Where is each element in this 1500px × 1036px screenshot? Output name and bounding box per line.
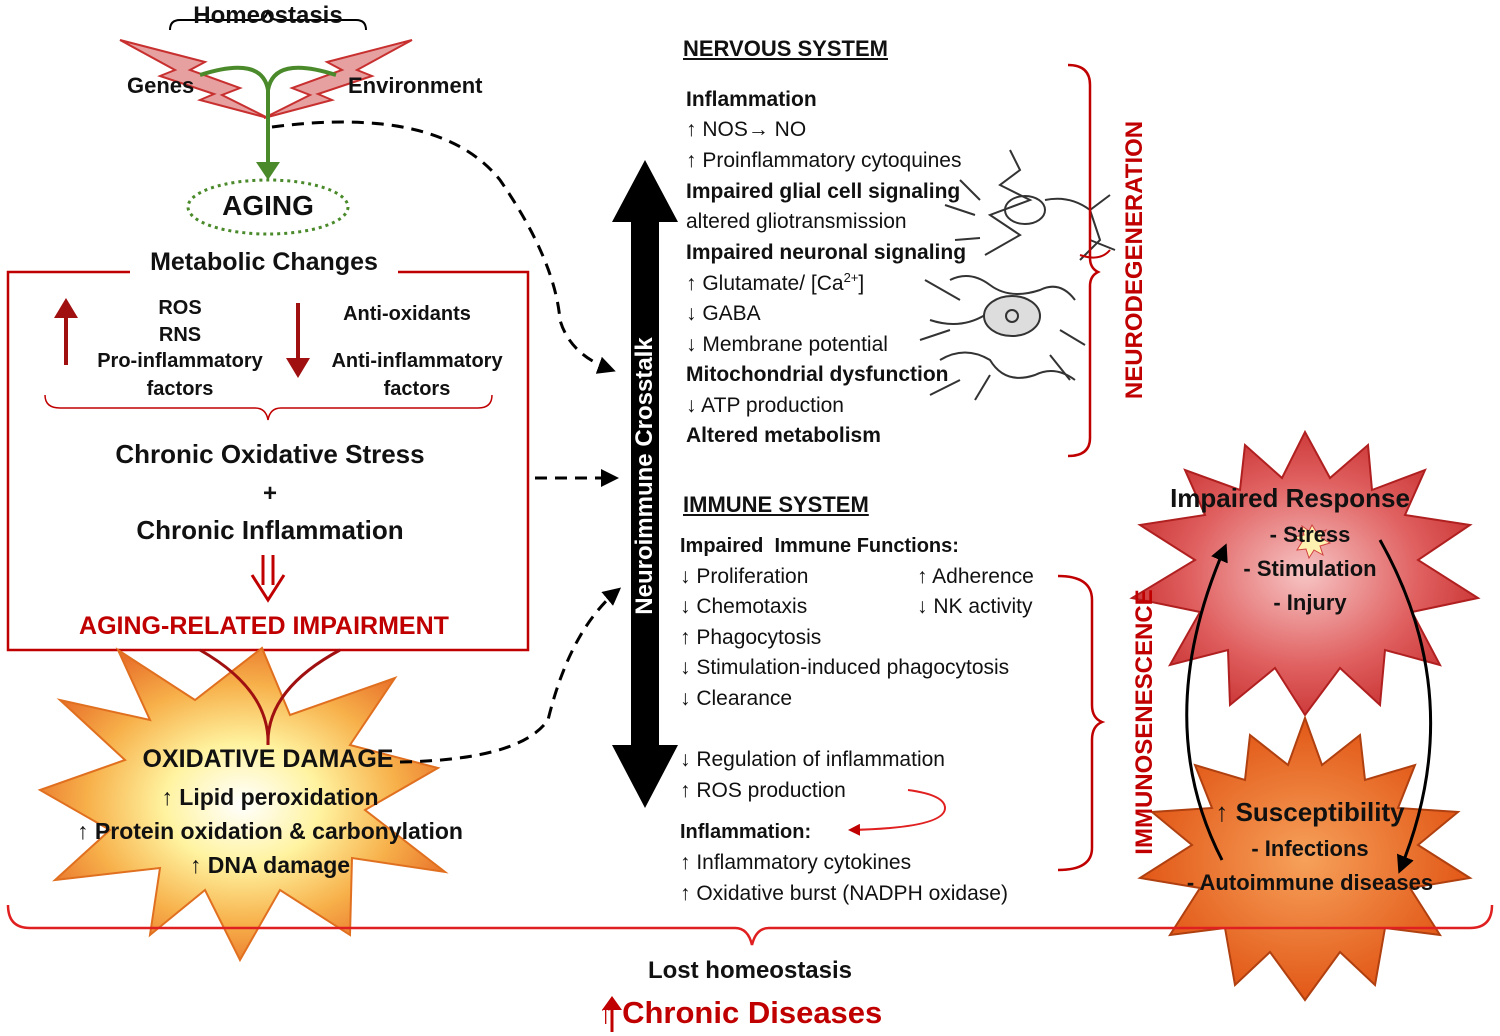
aging-to-crosstalk-dashed-arrow: [271, 120, 616, 374]
chronic-oxidative-stress: Chronic Oxidative Stress: [115, 439, 425, 469]
nervous-line-atp: ↓ ATP production: [686, 394, 844, 417]
neurodegeneration-label: NEURODEGENERATION: [1121, 120, 1148, 400]
aging-ellipse: [186, 178, 350, 236]
chronic-inflammation: Chronic Inflammation: [136, 515, 404, 545]
crosstalk-double-arrow: [612, 160, 678, 808]
immunosenescence-brace: [1057, 574, 1106, 872]
susceptibility-infections: - Infections: [1251, 836, 1369, 861]
impairment-double-arrow: [250, 574, 286, 603]
genes-label: Genes: [127, 73, 195, 98]
immune-nk-activity: ↓ NK activity: [917, 595, 1033, 618]
nervous-line-membrane: ↓ Membrane potential: [686, 333, 888, 356]
aging-related-impairment: AGING-RELATED IMPAIRMENT: [79, 612, 449, 640]
pro-factors-label: factors: [146, 378, 214, 400]
increase-arrow-head: [54, 298, 78, 318]
protein-oxidation: ↑ Protein oxidation & carbonylation: [77, 818, 463, 844]
homeostasis-title: Homeostasis: [193, 2, 343, 29]
rns-label: RNS: [158, 324, 202, 346]
oxidative-damage-title: OXIDATIVE DAMAGE: [142, 745, 394, 773]
ros-feedback-arrow: [848, 789, 947, 836]
nervous-line-metabolism: Altered metabolism: [686, 424, 881, 447]
immune-adherence: ↑ Adherence: [917, 565, 1034, 588]
susceptibility-starburst: [1137, 715, 1473, 1002]
immune-system-title: IMMUNE SYSTEM: [683, 492, 869, 517]
metabolic-title: Metabolic Changes: [130, 248, 398, 277]
spark-icon: [1292, 523, 1332, 560]
immune-chemotaxis: ↓ Chemotaxis: [680, 595, 808, 618]
nervous-line-glutamate: ↑ Glutamate/ [Ca2+]: [686, 270, 865, 295]
immune-cytokines: ↑ Inflammatory cytokines: [680, 851, 912, 874]
impaired-injury: - Injury: [1273, 590, 1347, 615]
immune-inflammation-header: Inflammation:: [680, 821, 812, 843]
damage-to-crosstalk-dashed-arrow: [399, 587, 622, 764]
lost-homeostasis: Lost homeostasis: [647, 957, 853, 984]
immune-stimulation-phagocytosis: ↓ Stimulation-induced phagocytosis: [680, 656, 1010, 679]
homeostasis-brace: [169, 9, 367, 31]
cycle-arrow-down: [1378, 539, 1433, 874]
neurodegeneration-brace: [1067, 63, 1101, 458]
immune-phagocytosis: ↑ Phagocytosis: [680, 626, 822, 649]
environment-stem: [266, 65, 337, 91]
immunosenescence-label: IMMUNOSENESCENCE: [1131, 589, 1158, 855]
chronic-up-arrow: [602, 996, 622, 1010]
aging-label: AGING: [222, 190, 314, 221]
nervous-line-nos: ↑ NOS→ NO: [686, 118, 807, 141]
nervous-line-gaba: ↓ GABA: [686, 302, 761, 325]
immune-oxidative-burst: ↑ Oxidative burst (NADPH oxidase): [680, 882, 1008, 905]
immune-regulation: ↓ Regulation of inflammation: [680, 748, 945, 771]
nervous-line-mitochondrial: Mitochondrial dysfunction: [686, 363, 949, 386]
impaired-response-starburst: [1129, 429, 1481, 717]
immune-functions-header: Impaired Immune Functions:: [680, 535, 959, 557]
cycle-arrow-up: [1185, 543, 1228, 861]
impaired-response-title: Impaired Response: [1170, 483, 1410, 513]
nervous-line-gliotransmission: altered gliotransmission: [686, 210, 907, 233]
nervous-line-cytoquines: ↑ Proinflammatory cytoquines: [686, 149, 962, 172]
impaired-stimulation: - Stimulation: [1243, 556, 1377, 581]
pro-inflammatory-label: Pro-inflammatory: [97, 350, 263, 372]
susceptibility-autoimmune: - Autoimmune diseases: [1186, 870, 1434, 895]
chronic-diseases: ↑ Chronic Diseases: [598, 995, 883, 1030]
aging-arrow-head: [256, 162, 280, 180]
immune-proliferation: ↓ Proliferation: [680, 565, 809, 588]
bottom-brace: [6, 904, 1494, 946]
nervous-line-neuronal: Impaired neuronal signaling: [686, 241, 967, 264]
anti-factors-label: factors: [383, 378, 451, 400]
crosstalk-label: Neuroimmune Crosstalk: [631, 337, 658, 615]
dna-damage: ↑ DNA damage: [189, 852, 351, 878]
neuron-icon: [919, 149, 1116, 401]
susceptibility-title: ↑ Susceptibility: [1215, 797, 1405, 827]
metabolic-box: [6, 270, 530, 652]
nervous-line-glial: Impaired glial cell signaling: [686, 180, 961, 203]
immune-clearance: ↓ Clearance: [680, 687, 793, 710]
anti-inflammatory-label: Anti-inflammatory: [331, 350, 503, 372]
impairment-link-curve: [199, 648, 341, 746]
nervous-system-title: NERVOUS SYSTEM: [683, 36, 888, 61]
nervous-line-inflammation: Inflammation: [686, 88, 817, 111]
ros-label: ROS: [158, 297, 202, 319]
oxidative-starburst: [37, 646, 449, 963]
environment-lightning-shape: [263, 39, 413, 119]
decrease-arrow-head: [286, 358, 310, 378]
plus-sign: +: [262, 480, 277, 507]
lipid-peroxidation: ↑ Lipid peroxidation: [161, 784, 379, 810]
impaired-stress: - Stress: [1269, 522, 1351, 547]
anti-oxidants-label: Anti-oxidants: [343, 303, 471, 325]
environment-label: Environment: [348, 73, 483, 98]
immune-ros-production: ↑ ROS production: [680, 779, 846, 802]
factors-brace: [44, 394, 493, 421]
